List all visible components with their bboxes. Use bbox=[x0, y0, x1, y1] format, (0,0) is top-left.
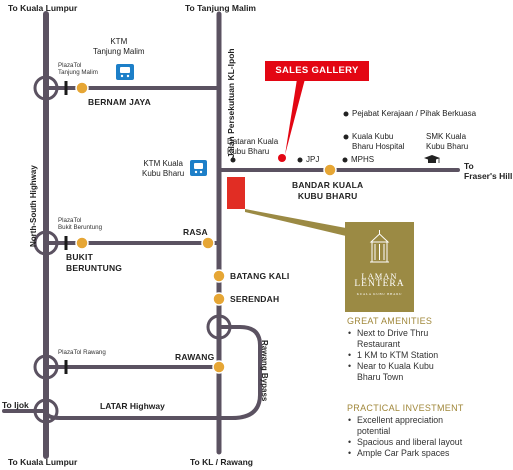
station-ktm-kuala-kubu-bharu: KTM Kuala Kubu Bharu bbox=[142, 159, 185, 178]
logo-line-1: LAMAN bbox=[361, 271, 398, 281]
amenity-item: Next to Drive Thru Restaurant bbox=[347, 328, 513, 350]
dot-rasa bbox=[201, 236, 215, 250]
dot-bernam-jaya bbox=[75, 81, 89, 95]
logo-line-3: KUALA KUBU BHARU bbox=[356, 292, 403, 296]
poi-mphs: MPHS bbox=[351, 155, 375, 164]
latar-highway-road-east bbox=[44, 325, 262, 420]
lantern-icon bbox=[369, 230, 390, 263]
interchange-serendah bbox=[206, 314, 232, 340]
dot-rawang bbox=[212, 360, 226, 374]
interchange-bukit-beruntung bbox=[33, 230, 59, 256]
station-ktm-tanjung-malim: KTM Tanjung Malim bbox=[93, 37, 145, 56]
laman-lentera-logo: LAMAN LENTERA KUALA KUBU BHARU bbox=[345, 222, 414, 312]
investment-list: Excellent appreciation potential Spaciou… bbox=[347, 415, 513, 459]
poi-markers bbox=[230, 111, 349, 163]
dot-bandar-kuala-kubu-bharu bbox=[323, 163, 337, 177]
town-serendah: SERENDAH bbox=[230, 294, 280, 304]
interchange-rawang bbox=[33, 354, 59, 380]
direction-left: To Ijok bbox=[2, 400, 29, 410]
town-bandar-kuala-kubu-bharu: BANDAR KUALA KUBU BHARU bbox=[292, 180, 364, 201]
marker-mphs bbox=[342, 157, 348, 163]
sales-gallery-location bbox=[278, 154, 286, 162]
poi-smk: SMK Kuala Kubu Bharu bbox=[426, 132, 469, 151]
amenities-list: Next to Drive Thru Restaurant 1 KM to KT… bbox=[347, 328, 513, 383]
direction-right: To Fraser's Hill bbox=[464, 161, 513, 181]
dot-batang-kali bbox=[212, 269, 226, 283]
ktm-tanjung-malim-icon bbox=[116, 64, 134, 80]
marker-dataran bbox=[230, 157, 236, 163]
poi-pejabat: Pejabat Kerajaan / Pihak Berkuasa bbox=[352, 109, 477, 118]
town-bukit-beruntung: BUKIT BERUNTUNG bbox=[66, 252, 123, 273]
road-label-north-south-highway: North-South Highway bbox=[29, 165, 38, 247]
logo-line-2: LENTERA bbox=[354, 279, 405, 289]
town-dots bbox=[75, 81, 337, 374]
town-rawang: RAWANG bbox=[175, 352, 215, 362]
amenities-title: GREAT AMENITIES bbox=[347, 316, 433, 326]
project-site bbox=[227, 177, 245, 209]
marker-hospital bbox=[343, 134, 349, 140]
investment-title: PRACTICAL INVESTMENT bbox=[347, 403, 464, 413]
marker-pejabat bbox=[343, 111, 349, 117]
dot-bukit-beruntung bbox=[75, 236, 89, 250]
sales-gallery-label: SALES GALLERY bbox=[265, 61, 369, 81]
sales-gallery-pointer bbox=[285, 79, 305, 155]
road-network bbox=[2, 11, 460, 459]
graduation-cap-icon bbox=[424, 155, 440, 163]
amenity-item: Near to Kuala Kubu Bharu Town bbox=[347, 361, 513, 383]
direction-bottom-left: To Kuala Lumpur bbox=[8, 457, 78, 467]
poi-hospital: Kuala Kubu Bharu Hospital bbox=[352, 132, 405, 151]
interchange-latar bbox=[33, 398, 59, 424]
amenity-item: 1 KM to KTM Station bbox=[347, 350, 513, 361]
ktm-kuala-kubu-bharu-icon bbox=[190, 160, 207, 176]
direction-top-center: To Tanjung Malim bbox=[185, 3, 256, 13]
town-rasa: RASA bbox=[183, 227, 208, 237]
road-label-latar-highway: LATAR Highway bbox=[100, 401, 165, 411]
town-bernam-jaya: BERNAM JAYA bbox=[88, 97, 151, 107]
town-dataran-kuala-kubu-bharu: Dataran Kuala Kubu Bharu bbox=[227, 137, 279, 156]
toll-rawang: PlazaTol Rawang bbox=[58, 349, 106, 356]
direction-bottom-center: To KL / Rawang bbox=[190, 457, 253, 467]
road-label-rawang-bypass: Rawang Bypass bbox=[260, 340, 269, 402]
investment-item: Ample Car Park spaces bbox=[347, 448, 513, 459]
investment-item: Excellent appreciation potential bbox=[347, 415, 513, 437]
project-site-callout bbox=[245, 209, 346, 236]
interchange-bernam-jaya bbox=[33, 75, 59, 101]
poi-jpj: JPJ bbox=[306, 155, 320, 164]
marker-jpj bbox=[297, 157, 303, 163]
dot-serendah bbox=[212, 292, 226, 306]
investment-item: Spacious and liberal layout bbox=[347, 437, 513, 448]
direction-top-left: To Kuala Lumpur bbox=[8, 3, 78, 13]
toll-bukit-beruntung: PlazaTol Bukit Beruntung bbox=[58, 217, 103, 231]
town-batang-kali: BATANG KALI bbox=[230, 271, 290, 281]
toll-tanjung-malim: PlazaTol Tanjung Malim bbox=[58, 62, 98, 76]
